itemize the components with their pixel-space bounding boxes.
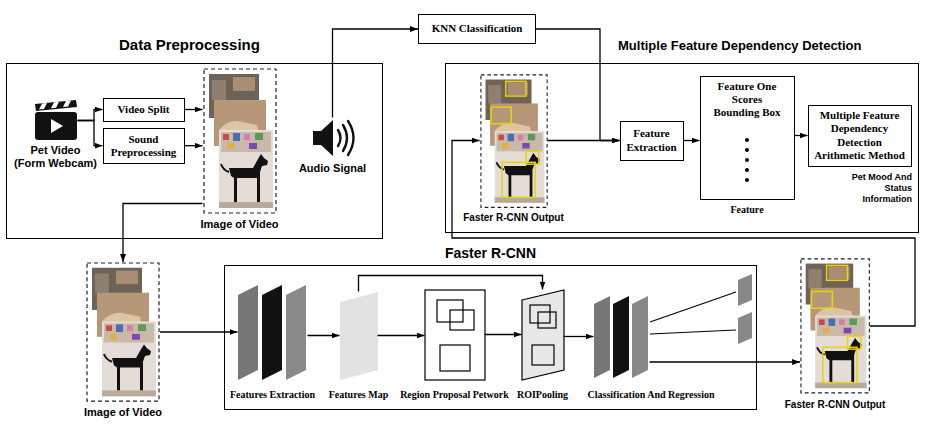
flow-arrow <box>452 141 915 327</box>
node-caption: Image of Video <box>84 406 162 419</box>
rpn-graphic <box>425 290 485 380</box>
flow-arrow <box>485 334 522 335</box>
group-box: Data PreprocessingPet Video (Form Webcam… <box>6 63 383 239</box>
flow-arrow <box>185 109 203 110</box>
image-block: Pet Video (Form Webcam) <box>34 102 78 140</box>
box-label: KNN Classification <box>422 22 532 35</box>
node-caption: ROIPooling <box>517 389 568 401</box>
image-block: Features Extraction <box>238 285 308 380</box>
roi-graphic <box>522 290 564 380</box>
video-frames <box>87 263 159 401</box>
image-block: Classification And Regression <box>594 296 650 378</box>
image-block: Features Map <box>340 292 378 380</box>
image-block: Image of Video <box>203 68 277 214</box>
process-box: Sound Preprocessing <box>103 128 185 164</box>
process-box: Multiple Feature Dependency Detection Ar… <box>808 105 912 167</box>
node-caption: Faster R-CNN Output <box>463 212 564 224</box>
box-label: Feature Extraction <box>624 127 680 153</box>
image-block: Image of Video <box>86 262 160 402</box>
flow-arrow <box>684 140 700 141</box>
flow-arrow <box>359 276 543 292</box>
flow-arrow <box>333 29 419 118</box>
video-icon <box>35 100 77 140</box>
conv-layers <box>238 285 306 380</box>
process-box: Feature Extraction <box>620 121 684 161</box>
group-heading: Faster R-CNN <box>445 245 536 262</box>
flow-arrow <box>548 140 620 141</box>
node-caption: Audio Signal <box>299 162 366 175</box>
group-box: Multiple Feature Dependency DetectionFas… <box>445 63 919 233</box>
flow-arrow <box>185 145 203 146</box>
flow-arrow <box>78 121 103 146</box>
flow-arrow <box>536 29 620 141</box>
feature-dots <box>745 138 749 182</box>
flow-arrow <box>650 361 801 362</box>
group-heading: Multiple Feature Dependency Detection <box>618 38 861 54</box>
note-label: Pet Mood And Status Information <box>834 172 912 204</box>
group-box: Faster R-CNNFeatures ExtractionFeatures … <box>224 265 757 410</box>
node-caption: Faster R-CNN Output <box>785 399 886 411</box>
node-caption: Pet Video (Form Webcam) <box>10 144 102 170</box>
image-block: ROIPooling <box>522 290 564 380</box>
node-caption: Image of Video <box>200 218 278 231</box>
node-caption: Region Proposal Petwork <box>400 389 509 401</box>
flow-arrow <box>308 335 340 336</box>
feature-box: Feature One Scores Bounding BoxFeature <box>700 76 795 200</box>
detection-frames <box>801 259 869 393</box>
group-heading: Data Preprocessing <box>119 36 260 54</box>
flow-arrow <box>160 331 238 332</box>
image-block: Audio Signal <box>312 118 354 158</box>
video-frames <box>204 69 276 213</box>
flow-arrow <box>378 335 425 336</box>
feature-map <box>340 292 378 380</box>
box-label: Multiple Feature Dependency Detection Ar… <box>812 109 908 162</box>
process-box: Video Split <box>103 98 185 122</box>
speaker-icon <box>313 120 354 156</box>
node-caption: Features Map <box>329 389 389 401</box>
node-caption: Features Extraction <box>230 389 315 401</box>
image-block: Faster R-CNN Output <box>800 258 870 394</box>
box-label: Sound Preprocessing <box>107 133 181 159</box>
image-block: Faster R-CNN Output <box>480 74 548 208</box>
box-label: Feature One Scores Bounding Box <box>701 77 794 123</box>
flow-arrow <box>795 135 808 136</box>
image-block: Region Proposal Petwork <box>425 290 485 380</box>
flow-arrow <box>123 204 203 263</box>
flow-arrow <box>78 110 103 121</box>
process-box: KNN Classification <box>418 14 536 44</box>
detection-frames <box>481 75 547 207</box>
node-caption: Feature <box>730 204 763 216</box>
flow-arrow <box>564 336 594 337</box>
box-label: Video Split <box>107 103 181 116</box>
node-caption: Classification And Regression <box>588 389 715 401</box>
